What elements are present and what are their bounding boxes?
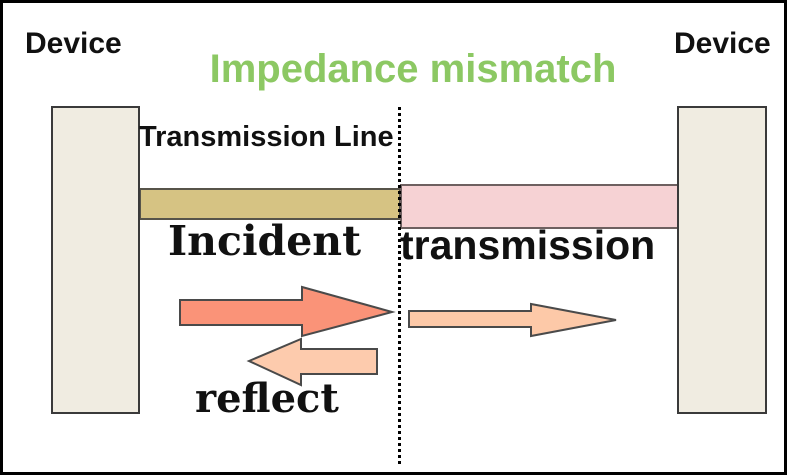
device-label-right: Device <box>674 27 771 60</box>
device-label-left: Device <box>25 27 122 60</box>
device-rect-right <box>677 106 767 414</box>
incident-arrow-icon <box>179 285 396 338</box>
device-rect-left <box>51 106 140 414</box>
transmission-label: transmission <box>400 222 656 268</box>
incident-label: Incident <box>168 217 362 265</box>
transmission-line-left-segment <box>139 188 401 220</box>
transmission-line-label: Transmission Line <box>139 121 394 153</box>
transmission-line-right-segment <box>400 184 679 229</box>
impedance-boundary-dotted-line <box>398 107 401 464</box>
diagram-title: Impedance mismatch <box>209 47 617 91</box>
reflect-label: reflect <box>195 375 339 422</box>
transmission-arrow-icon <box>408 302 617 338</box>
